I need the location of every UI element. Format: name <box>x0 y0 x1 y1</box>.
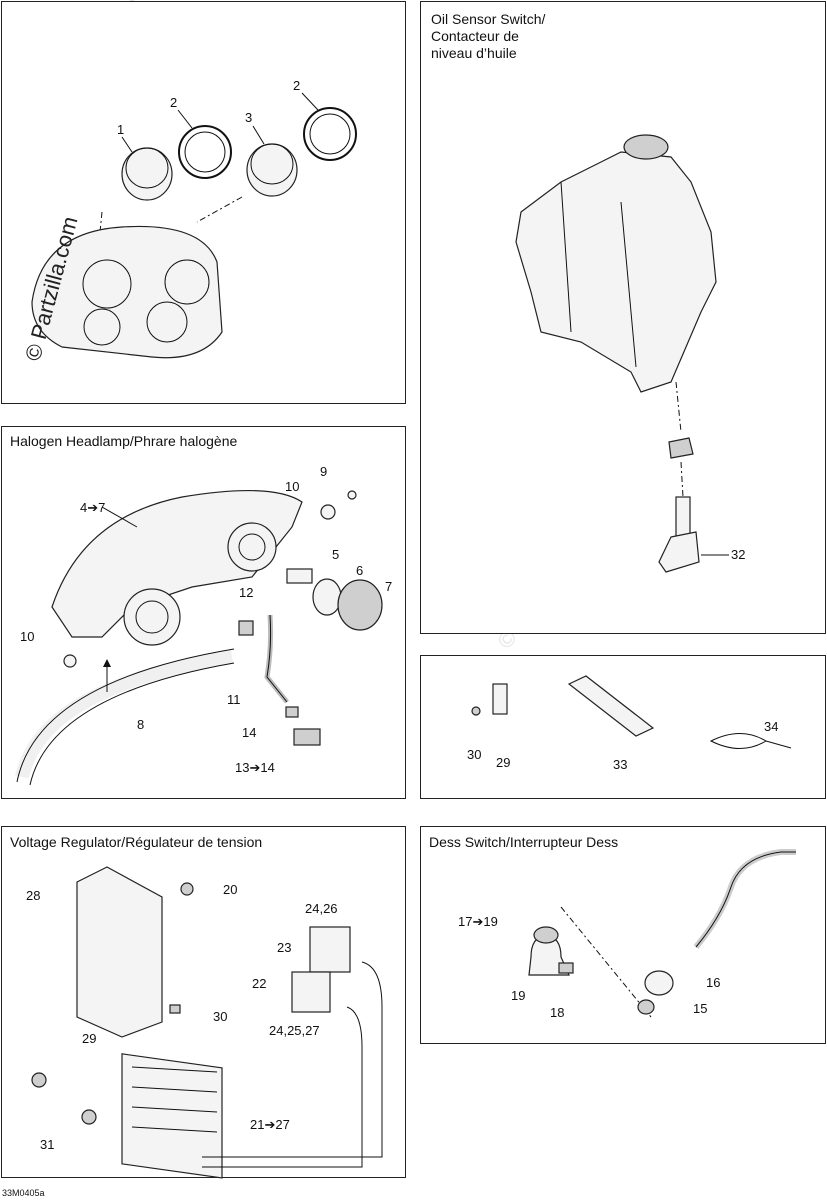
oil-sensor-panel: Oil Sensor Switch/ Contacteur de niveau … <box>420 1 826 634</box>
callout-23: 23 <box>277 940 292 955</box>
callout-34: 34 <box>764 719 779 734</box>
diagram-code: 33M0405a <box>2 1188 45 1198</box>
halogen-headlamp-panel: Halogen Headlamp/Phrare halogène 9 10 4➔… <box>1 426 406 799</box>
callout-29: 29 <box>496 755 511 770</box>
callout-5: 5 <box>332 547 340 562</box>
callout-21-27: 21➔27 <box>250 1117 290 1132</box>
hardware-panel: 30 29 33 34 <box>420 655 826 799</box>
callout-29: 29 <box>82 1031 97 1046</box>
callout-24-25-27: 24,25,27 <box>269 1023 320 1038</box>
panel-title: Oil Sensor Switch/ Contacteur de niveau … <box>431 11 546 61</box>
dess-drawing <box>528 849 796 1018</box>
panel-title: Voltage Regulator/Régulateur de tension <box>10 834 263 850</box>
callout-24-26: 24,26 <box>305 901 338 916</box>
callout-3: 3 <box>245 110 253 125</box>
panel-title: Dess Switch/Interrupteur Dess <box>429 834 619 850</box>
callout-2: 2 <box>293 78 301 93</box>
callout-20: 20 <box>223 882 238 897</box>
callout-19: 19 <box>511 988 526 1003</box>
callout-17-19: 17➔19 <box>458 914 498 929</box>
gauge-drawing <box>31 92 357 359</box>
callout-8: 8 <box>137 717 145 732</box>
regulator-drawing <box>31 866 383 1179</box>
callout-33: 33 <box>613 757 628 772</box>
callout-14: 14 <box>242 725 257 740</box>
callout-1: 1 <box>117 122 125 137</box>
callout-10: 10 <box>20 629 35 644</box>
gauge-panel: 1 2 3 2 © Partzilla.com <box>1 1 406 404</box>
hardware-drawing <box>471 675 792 749</box>
callout-22: 22 <box>252 976 267 991</box>
headlamp-drawing <box>15 489 383 786</box>
callout-15: 15 <box>693 1001 708 1016</box>
callout-32: 32 <box>731 547 746 562</box>
callout-30: 30 <box>467 747 482 762</box>
callout-28: 28 <box>26 888 41 903</box>
callout-9: 9 <box>320 464 328 479</box>
callout-13-14: 13➔14 <box>235 760 275 775</box>
callout-30: 30 <box>213 1009 228 1024</box>
callout-2: 2 <box>170 95 178 110</box>
callout-10: 10 <box>285 479 300 494</box>
callout-18: 18 <box>550 1005 565 1020</box>
callout-7: 7 <box>385 579 393 594</box>
callout-6: 6 <box>356 563 364 578</box>
callout-16: 16 <box>706 975 721 990</box>
callout-4-7: 4➔7 <box>80 500 106 515</box>
voltage-regulator-panel: Voltage Regulator/Régulateur de tension … <box>1 826 406 1179</box>
callout-31: 31 <box>40 1137 55 1152</box>
callout-12: 12 <box>239 585 254 600</box>
callout-11: 11 <box>227 692 241 707</box>
panel-title: Halogen Headlamp/Phrare halogène <box>10 433 238 449</box>
dess-switch-panel: Dess Switch/Interrupteur Dess 17➔19 19 1… <box>420 826 826 1044</box>
oil-tank-drawing <box>515 134 729 573</box>
